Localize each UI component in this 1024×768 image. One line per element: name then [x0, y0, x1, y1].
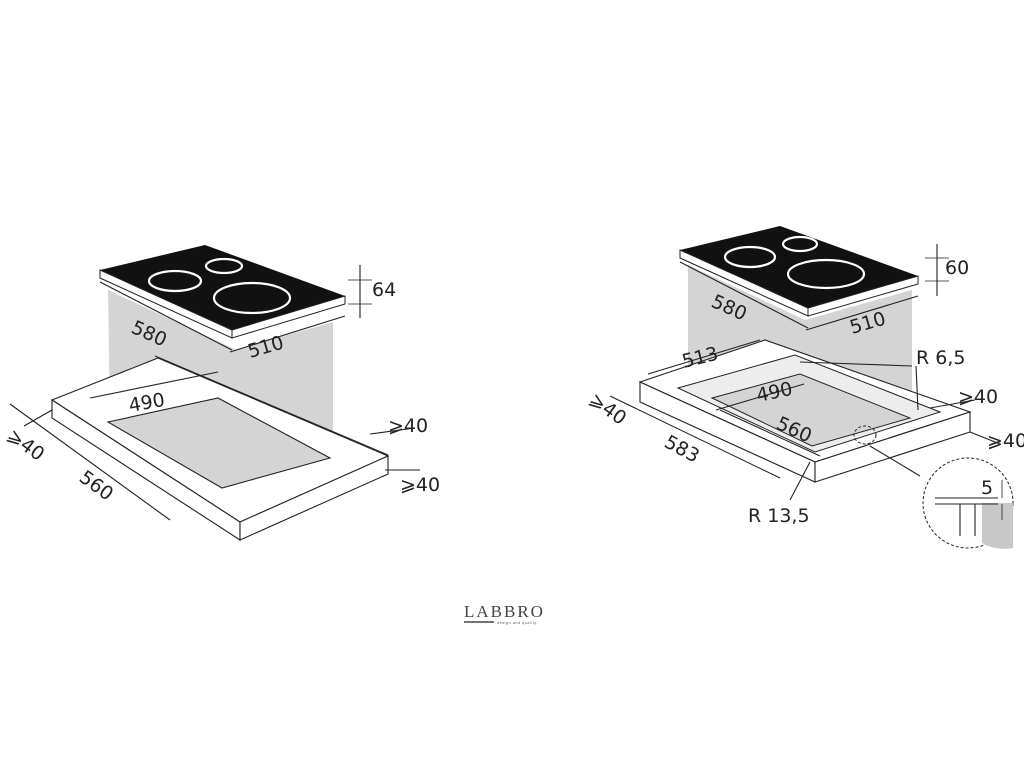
left-clearance-side-label: ⩾40 [400, 474, 440, 496]
right-burner-medium [723, 245, 777, 269]
right-clearance-side-label: ⩾40 [987, 430, 1024, 452]
brand-logo: LABBRO design and quality [464, 602, 545, 625]
left-diagram: 64 580 510 490 560 ⩾40 ⩾40 ⩾40 [3, 245, 440, 542]
left-countertop [50, 357, 390, 542]
left-clearance-front-label: ⩾40 [3, 424, 48, 465]
right-hob [679, 226, 919, 317]
left-burner-medium [147, 269, 203, 293]
left-cutout-width-label: 560 [75, 466, 117, 505]
right-radius-outer-label: R 13,5 [748, 505, 810, 527]
detail-marker [853, 425, 877, 445]
right-countertop [638, 339, 972, 483]
right-dimension-lines [609, 244, 1001, 501]
right-burner-small [781, 235, 819, 253]
left-clearance-back-label: ⩾40 [388, 415, 428, 437]
left-burner-large [212, 281, 292, 315]
left-hob [99, 245, 346, 339]
right-clearance-front-label: ⩾40 [585, 388, 630, 429]
left-hob-height-label: 64 [372, 279, 396, 301]
right-radius-inner-label: R 6,5 [916, 347, 965, 369]
detail-depth-label: 5 [981, 477, 993, 499]
right-cutout [710, 373, 912, 447]
right-hob-height-label: 60 [945, 257, 969, 279]
right-clearance-back-label: ⩾40 [958, 386, 998, 408]
brand-name: LABBRO [464, 602, 545, 621]
right-recess-width-label: 583 [661, 431, 703, 467]
right-diagram: 60 580 510 513 583 490 560 R 6,5 R 13,5 … [585, 226, 1024, 549]
left-burner-small [204, 257, 244, 275]
detail-zoom [922, 457, 1014, 549]
left-dimension-lines [9, 265, 420, 521]
brand-tagline: design and quality [497, 621, 537, 625]
left-cutout [106, 397, 332, 489]
right-burner-large [786, 258, 866, 290]
